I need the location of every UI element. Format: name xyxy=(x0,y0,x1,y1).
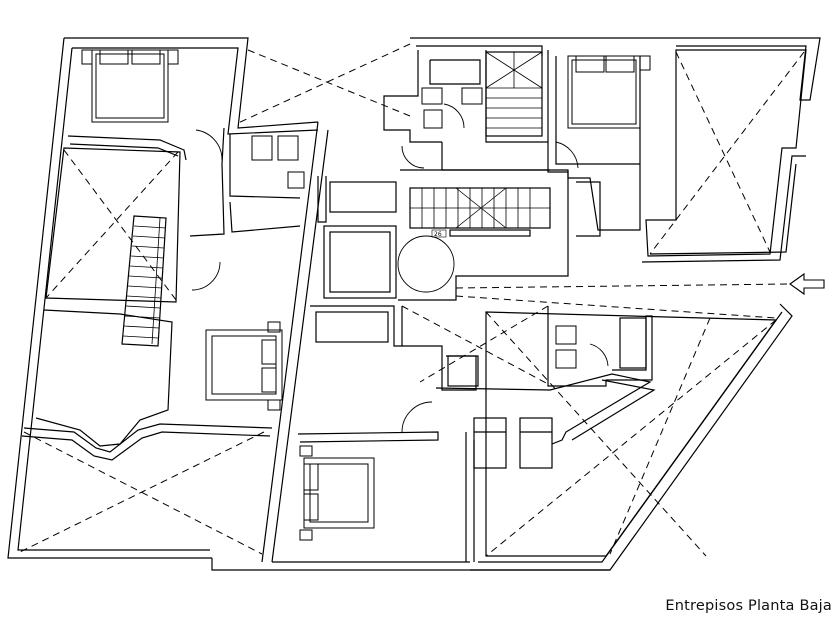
bed-nw-mattress xyxy=(95,53,165,119)
wardrobe-b xyxy=(519,417,553,469)
wc-se-a xyxy=(555,325,577,345)
bed-s-pillow-b xyxy=(303,493,319,521)
stair-left-treads xyxy=(122,217,167,345)
lift-swing xyxy=(397,235,455,293)
stair-label-box xyxy=(431,229,447,238)
door-swing-a xyxy=(195,129,223,161)
right-building xyxy=(297,49,807,562)
bed-ne-nightstand xyxy=(639,55,651,71)
door-swing-b xyxy=(191,261,221,291)
wall-right-east-upper-inner xyxy=(649,163,797,255)
bed-nw-nightstand-a xyxy=(81,49,93,65)
bedroom-ne-inner xyxy=(555,56,640,165)
wc-top-a xyxy=(421,87,443,105)
fixture-mid xyxy=(447,355,479,387)
wc-left-a xyxy=(251,135,273,161)
bed-ne-pillow-b xyxy=(605,55,635,73)
void-room-se xyxy=(485,311,778,557)
stair-left xyxy=(121,215,167,347)
wc-se-b xyxy=(555,349,577,369)
entrance-arrow-icon xyxy=(789,272,825,296)
stair-central-treads xyxy=(410,187,550,229)
bed-w-nightstand-a xyxy=(267,321,281,333)
pier-central xyxy=(317,176,327,223)
wall-central-spine-b xyxy=(271,129,329,563)
partition-south-rooms xyxy=(23,423,273,453)
left-building xyxy=(21,127,301,461)
wc-top-b xyxy=(461,87,483,105)
lift-room xyxy=(323,225,397,299)
wall-right-south-inner xyxy=(478,311,783,563)
partition-south-rooms-inner xyxy=(21,431,271,461)
bed-w-pillow-a xyxy=(261,339,277,365)
partition-se-angle-inner xyxy=(571,379,656,441)
wall-right-top-inner xyxy=(416,45,543,56)
bedroom-s-wall-top xyxy=(297,431,439,443)
basin-left xyxy=(287,171,305,189)
plan-caption: Entrepisos Planta Baja xyxy=(665,598,832,614)
bed-nw-pillow-b xyxy=(131,49,161,65)
stair-core-walls xyxy=(398,169,569,301)
lift-shaft xyxy=(329,231,391,293)
door-swing-g xyxy=(401,145,425,169)
core-wall-low xyxy=(441,142,550,171)
counter-mid-inner xyxy=(315,311,389,343)
bed-s xyxy=(303,457,375,529)
wall-left-top-outer xyxy=(64,37,319,129)
wall-left-top-inner xyxy=(72,47,319,135)
basin-top xyxy=(423,109,443,129)
stair-top-treads xyxy=(485,51,543,129)
wall-right-east-upper xyxy=(641,155,806,263)
wc-left-b xyxy=(277,135,299,161)
bed-w-mattress xyxy=(211,335,277,395)
partition-se-angle xyxy=(435,373,652,445)
bed-w-nightstand-b xyxy=(267,399,281,411)
corridor-wall-low xyxy=(229,201,301,233)
bed-nw-pillow-a xyxy=(99,49,129,65)
corridor-wall-mid xyxy=(229,134,301,199)
partition-bedroom-nw-inner xyxy=(69,143,179,157)
wall-right-south-outer xyxy=(470,303,793,571)
bed-s-nightstand-a xyxy=(299,445,313,457)
bed-nw xyxy=(91,49,169,123)
void-room-upper xyxy=(45,147,181,303)
core-wall-mid xyxy=(402,345,477,391)
bed-w-pillow-b xyxy=(261,367,277,393)
bathtub-top xyxy=(429,59,481,85)
wall-right-top xyxy=(410,37,821,101)
furniture xyxy=(81,49,651,541)
partition-bedroom-nw xyxy=(67,135,187,161)
void-room-ne xyxy=(645,49,807,257)
door-swing-d xyxy=(555,141,579,169)
wall-left-west-inner xyxy=(17,47,210,551)
door-swing-e xyxy=(443,103,465,129)
void-room-lower xyxy=(35,309,173,447)
door-swing-f xyxy=(589,343,609,367)
stair-number-label: 26 xyxy=(434,231,442,238)
wall-bottom xyxy=(211,558,610,571)
bed-w xyxy=(205,329,283,401)
bed-s-pillow-a xyxy=(303,463,319,491)
core-wall-top xyxy=(383,50,442,143)
wall-left-west-outer xyxy=(7,37,212,559)
stair-central-landing xyxy=(449,229,531,237)
wall-central-spine-a xyxy=(261,121,319,563)
bed-ne-pillow-a xyxy=(575,55,605,73)
bed-s-mattress xyxy=(309,463,369,523)
corridor-wall-west xyxy=(189,127,225,237)
bathtub-se xyxy=(619,317,647,369)
wardrobe-a xyxy=(473,417,507,469)
door-swings xyxy=(191,103,609,433)
void-diagonals xyxy=(19,43,805,557)
shaft-right xyxy=(576,181,601,237)
counter-mid xyxy=(310,305,403,347)
bed-s-nightstand-b xyxy=(299,529,313,541)
door-swing-c xyxy=(401,401,433,433)
counter-central xyxy=(329,181,397,213)
bed-nw-nightstand-b xyxy=(167,49,179,65)
bedroom-ne-walls xyxy=(547,50,641,231)
